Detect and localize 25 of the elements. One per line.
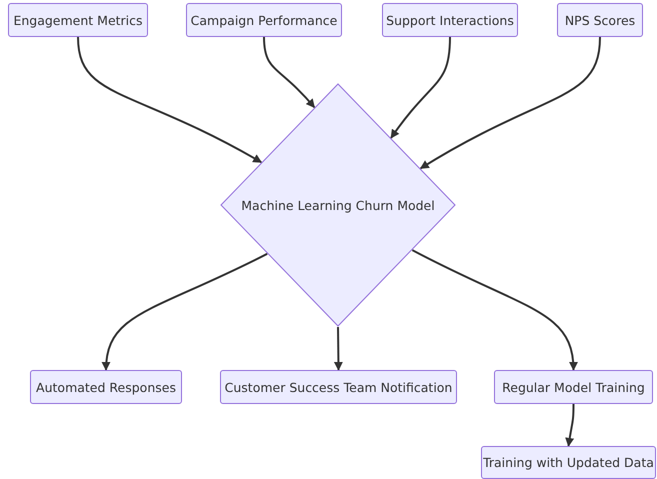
process-box (8, 3, 148, 37)
arrow (565, 404, 574, 447)
node-label: Regular Model Training (502, 380, 645, 394)
node-label: Campaign Performance (190, 12, 338, 28)
arrow (390, 36, 451, 139)
node-label: Engagement Metrics (13, 12, 143, 28)
node-label: Support Interactions (386, 12, 514, 28)
process-box (481, 446, 656, 479)
arrow (263, 36, 316, 108)
node-label: Machine Learning Churn Model (241, 198, 435, 212)
process-box (382, 3, 518, 37)
node-label: NPS Scores (564, 12, 636, 28)
process-box (220, 370, 457, 404)
arrow (334, 326, 343, 371)
arrow (412, 249, 578, 371)
process-box (557, 3, 643, 37)
process-box (186, 3, 342, 37)
node-label: Customer Success Team Notification (224, 380, 452, 394)
arrow (102, 252, 268, 371)
process-box (494, 370, 653, 404)
node-label: Training with Updated Data (483, 455, 654, 470)
arrow (77, 36, 262, 164)
node-label: Automated Responses (36, 380, 176, 394)
process-box (30, 370, 182, 404)
arrow (420, 36, 601, 170)
